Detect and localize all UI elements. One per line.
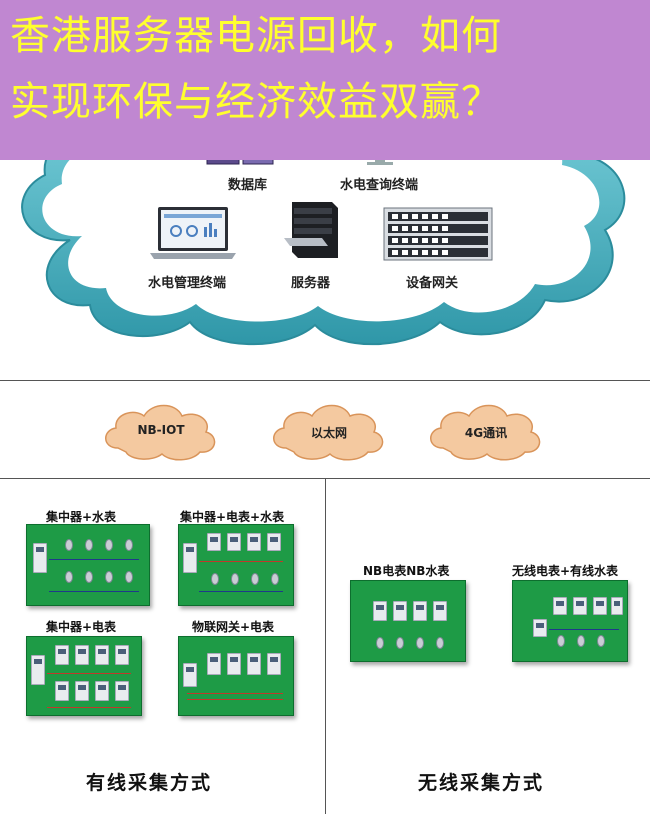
page-title-line-2: 实现环保与经济效益双赢？ xyxy=(10,79,502,125)
network-cloud-4g xyxy=(430,404,541,461)
board-title-concentrator-elec: 集中器+电表 xyxy=(46,620,117,634)
board-title-iot-gateway-elec: 物联网关+电表 xyxy=(192,620,275,634)
cloud-label-database: 数据库 xyxy=(228,178,268,193)
cloud-label-gateway: 设备网关 xyxy=(406,276,459,291)
cloud-label-server: 服务器 xyxy=(291,276,331,291)
network-cloud-nbiot xyxy=(105,404,216,461)
board-iot-gateway-elec xyxy=(178,636,294,716)
server-icon xyxy=(284,202,338,258)
network-label-ethernet: 以太网 xyxy=(310,426,347,440)
divider-vertical xyxy=(325,478,326,814)
board-nb-meters xyxy=(350,580,466,662)
board-title-concentrator-water: 集中器+水表 xyxy=(46,510,117,524)
laptop-icon xyxy=(150,207,236,259)
wireless-method-label: 无线采集方式 xyxy=(418,772,545,794)
board-title-concentrator-elec-water: 集中器+电表+水表 xyxy=(180,510,285,524)
cloud-label-mgmt-terminal: 水电管理终端 xyxy=(148,276,227,291)
title-banner xyxy=(0,0,650,160)
board-wireless-elec-wired-water xyxy=(512,580,628,662)
network-cloud-ethernet xyxy=(273,404,384,461)
board-title-wireless-elec-wired-water: 无线电表+有线水表 xyxy=(512,564,619,578)
board-concentrator-water xyxy=(26,524,150,606)
wired-method-label: 有线采集方式 xyxy=(86,772,213,794)
board-title-nb-meters: NB电表NB水表 xyxy=(363,564,450,578)
board-concentrator-elec xyxy=(26,636,142,716)
network-label-nbiot: NB-IOT xyxy=(137,423,185,437)
page-title-line-1: 香港服务器电源回收，如何 xyxy=(10,13,502,59)
gateway-rack-icon xyxy=(383,207,493,261)
network-label-4g: 4G通讯 xyxy=(464,426,508,440)
board-concentrator-elec-water xyxy=(178,524,294,606)
cloud-label-query-terminal: 水电查询终端 xyxy=(340,178,419,193)
divider-top xyxy=(0,380,650,381)
